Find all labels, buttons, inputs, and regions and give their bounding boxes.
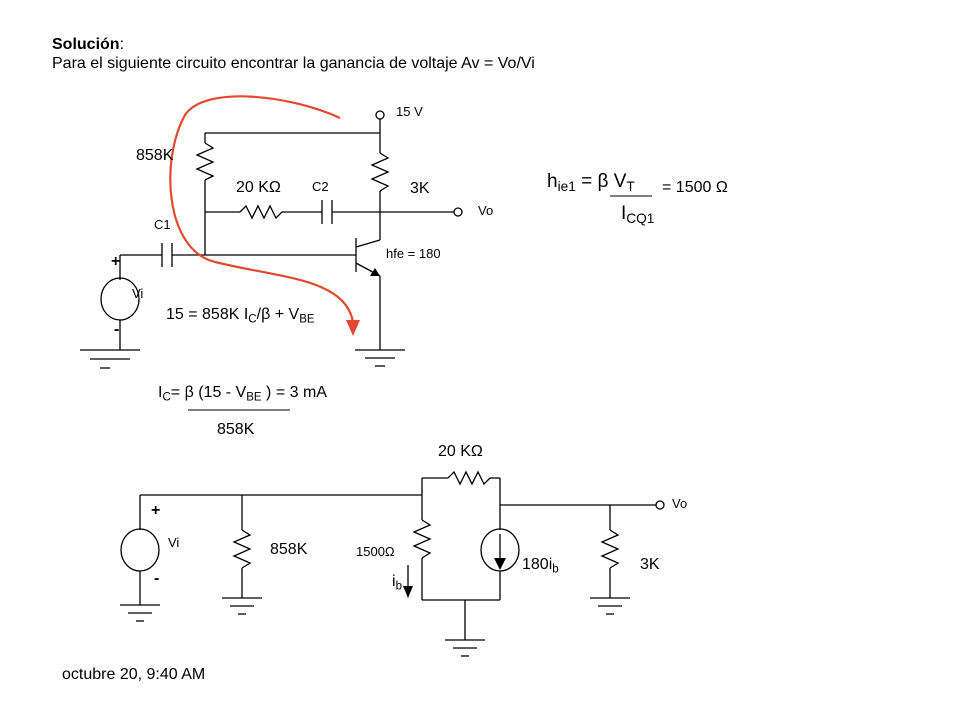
supply-terminal (375, 110, 385, 120)
kvl-equation: 15 = 858K IC/β + VBE (166, 306, 315, 326)
hie-value: = 1500 Ω (662, 179, 728, 196)
hie-sub: ie1 (557, 179, 576, 195)
label-hie: 1500Ω (356, 544, 395, 559)
vt-sub: T (626, 179, 635, 195)
minus-sign-1: - (114, 321, 120, 338)
label-858k-1: 858K (136, 147, 174, 164)
label-dependent-source: 180ib (522, 556, 559, 576)
load-resistor-2 (600, 529, 620, 569)
vo-terminal-2 (655, 500, 665, 510)
label-3k-1: 3K (410, 180, 430, 197)
circuit-2 (120, 470, 665, 657)
plus-sign-2: + (151, 502, 161, 519)
hie-resistor (412, 519, 432, 559)
kvl-annotation-arrow (169, 95, 360, 336)
kvl-be-sub: BE (299, 313, 315, 326)
hie-eq: = β V (575, 171, 627, 192)
label-vo-2: Vo (672, 496, 688, 511)
icq-i: I (621, 203, 627, 224)
kvl-c-sub: C (248, 313, 257, 326)
kvl-a: 15 = 858K I (166, 306, 249, 323)
icq-sub: CQ1 (626, 211, 655, 227)
title-colon: : (119, 36, 125, 53)
label-vi-1: Vi (132, 286, 144, 301)
base-resistor-2 (232, 529, 252, 569)
hie-denominator: ICQ1 (621, 203, 655, 227)
ic-b: ) = 3 mA (261, 384, 327, 401)
collector-resistor (370, 152, 390, 192)
ic-denominator: 858K (217, 421, 255, 438)
label-c1: C1 (154, 217, 171, 232)
ic-equation: IC= β (15 - VBE ) = 3 mA (158, 384, 327, 404)
src-a: 180i (522, 556, 553, 573)
solution-title: Solución (52, 36, 120, 53)
ic-i: I (158, 384, 163, 401)
ic-c-sub: C (162, 391, 171, 404)
feedback-resistor (239, 204, 283, 220)
ib-sub: b (395, 580, 402, 593)
label-hfe: hfe = 180 (386, 246, 441, 261)
hie-numerator: hie1 = β VT (547, 171, 635, 195)
label-20k-2: 20 KΩ (438, 443, 483, 460)
problem-statement: Para el siguiente circuito encontrar la … (52, 55, 535, 72)
ic-be-sub: BE (246, 391, 262, 404)
circuit-1 (80, 110, 463, 369)
hie-h: h (547, 171, 558, 192)
label-858k-2: 858K (270, 541, 308, 558)
src-sub: b (552, 563, 559, 576)
vi-source-2 (120, 528, 160, 572)
supply-label: 15 V (396, 104, 423, 119)
label-3k-2: 3K (640, 556, 660, 573)
solution-heading: Solución: (52, 37, 124, 53)
label-20k-1: 20 KΩ (236, 179, 281, 196)
ic-a: = β (15 - V (170, 384, 247, 401)
emitter-arrow (370, 268, 380, 276)
label-vi-2: Vi (168, 535, 180, 550)
timestamp: octubre 20, 9:40 AM (62, 666, 206, 683)
ib-i: i (392, 573, 396, 590)
base-resistor (195, 142, 215, 181)
plus-sign-1: + (111, 253, 121, 270)
kvl-b: /β + V (256, 306, 300, 323)
minus-sign-2: - (154, 570, 160, 587)
label-c2: C2 (312, 179, 329, 194)
label-vo-1: Vo (478, 203, 494, 218)
vo-terminal-1 (453, 207, 463, 217)
feedback-resistor-2 (447, 470, 491, 486)
label-ib: ib (392, 573, 402, 593)
